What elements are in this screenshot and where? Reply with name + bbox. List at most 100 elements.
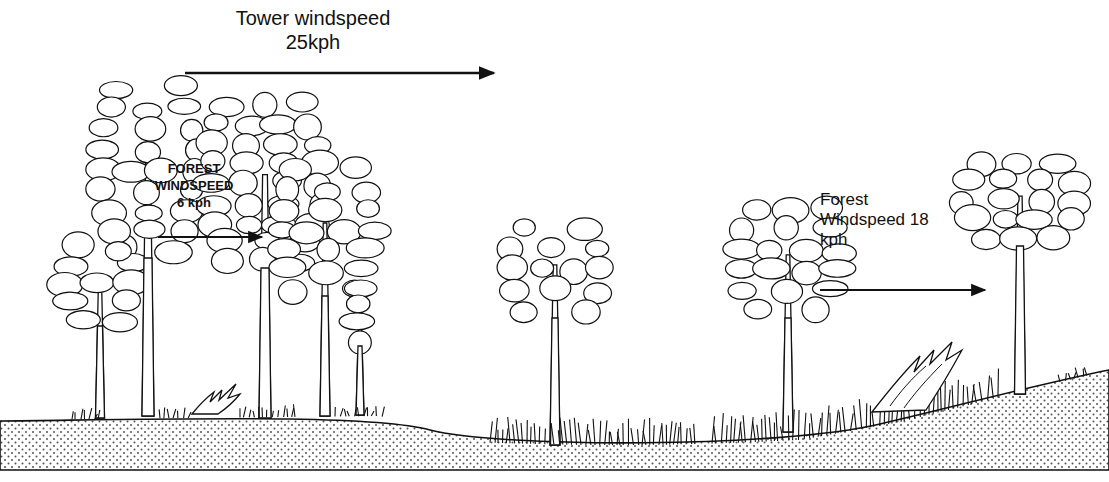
- foliage-clump: [771, 279, 802, 303]
- grass-blade: [734, 419, 736, 443]
- foliage-clump: [728, 282, 756, 299]
- foliage-clump: [260, 115, 297, 134]
- foliage-clump: [102, 313, 137, 332]
- grass-blade: [666, 425, 667, 445]
- grass-blade: [659, 425, 662, 444]
- foliage-clump: [99, 82, 132, 99]
- grass-blade: [721, 413, 723, 443]
- foliage-clump: [286, 92, 318, 112]
- grass-blade: [578, 423, 581, 445]
- grass-blade: [253, 411, 254, 417]
- foliage-clump: [812, 281, 847, 297]
- grass-blade: [375, 406, 377, 416]
- foliage-clump: [954, 205, 990, 231]
- foliage-clump: [585, 256, 613, 278]
- grass-blade: [530, 427, 532, 444]
- foliage-clump: [278, 280, 307, 305]
- foliage-clump: [62, 232, 94, 258]
- grass-blade: [850, 413, 853, 431]
- grass-blade: [560, 418, 563, 445]
- grass-blade: [836, 410, 839, 434]
- foliage-clump: [155, 241, 193, 264]
- grass-blade: [979, 382, 982, 402]
- foliage-clump: [105, 242, 131, 261]
- grass-blade: [249, 410, 251, 418]
- foliage-clump: [819, 260, 856, 278]
- foliage-clump: [53, 292, 88, 310]
- tree-trunk: [356, 346, 364, 415]
- grass-blade: [357, 407, 358, 416]
- foliage-clump: [164, 76, 197, 96]
- grass-blade: [605, 420, 607, 445]
- grass-blade: [829, 413, 831, 435]
- grass-blade: [1065, 373, 1067, 381]
- grass-blade: [649, 418, 650, 445]
- foliage-clump: [513, 219, 535, 236]
- grass-blade: [839, 412, 841, 433]
- grass-blade: [774, 423, 775, 442]
- foliage-clump: [134, 220, 165, 238]
- foliage-clump: [80, 273, 114, 293]
- grass-blade: [239, 408, 240, 417]
- grass-blade: [89, 408, 92, 419]
- foliage-clump: [744, 299, 772, 318]
- grass-blade: [506, 428, 508, 443]
- grass-blade: [678, 427, 679, 445]
- grass-blade: [957, 380, 959, 408]
- grass-blade: [827, 405, 829, 435]
- grass-blade: [726, 425, 728, 443]
- grass-blade: [159, 409, 161, 418]
- grass-blade: [673, 423, 676, 445]
- grass-blade: [258, 407, 260, 417]
- grass-blade: [809, 423, 810, 438]
- grass-blade: [670, 421, 672, 444]
- grass-blade: [521, 423, 522, 444]
- tree: [193, 92, 339, 418]
- grass-blade: [765, 415, 766, 442]
- fire: [192, 342, 962, 414]
- foliage-clump: [1028, 169, 1053, 191]
- grass-blade: [184, 408, 185, 418]
- tree-trunk: [96, 326, 105, 418]
- grass-blade: [293, 404, 295, 417]
- foliage-clump: [89, 119, 118, 137]
- large-fire: [872, 342, 962, 412]
- grass-blade: [866, 403, 868, 428]
- grass-blade: [821, 413, 823, 437]
- grass-blade: [277, 410, 279, 417]
- grass-blade: [610, 432, 612, 445]
- grass-blade: [1058, 375, 1060, 382]
- grass-blade: [1074, 372, 1076, 378]
- grass-blade: [497, 430, 498, 443]
- grass-blade: [177, 411, 179, 418]
- grass-blade: [753, 421, 756, 442]
- foliage-clump: [135, 205, 162, 221]
- grass-blade: [1068, 373, 1070, 379]
- grass-blade: [364, 408, 367, 417]
- grass-blade: [544, 429, 546, 445]
- grass-blade: [292, 408, 294, 417]
- grass-blade: [272, 411, 273, 417]
- grass-blade: [266, 410, 267, 418]
- grass-blade: [516, 419, 519, 443]
- foliage-clump: [253, 92, 277, 117]
- grass-blade: [81, 409, 83, 419]
- foliage-clump: [802, 297, 829, 323]
- grass-blade: [74, 412, 75, 419]
- grass-blade: [769, 417, 771, 441]
- grass-blade: [490, 421, 492, 442]
- grass-blade: [780, 426, 783, 440]
- foliage-clump: [743, 200, 771, 220]
- foliage-clump: [294, 114, 322, 140]
- grass-blade: [694, 424, 695, 444]
- tree-trunk: [320, 296, 330, 416]
- grass-blade: [798, 410, 800, 440]
- grass-blade: [1084, 367, 1086, 375]
- grass-blade: [551, 423, 554, 444]
- grass-blade: [793, 410, 795, 441]
- grass-blade: [564, 421, 567, 445]
- grass-blade: [286, 409, 288, 417]
- foliage-clump: [538, 238, 565, 258]
- grass-blade: [495, 418, 497, 443]
